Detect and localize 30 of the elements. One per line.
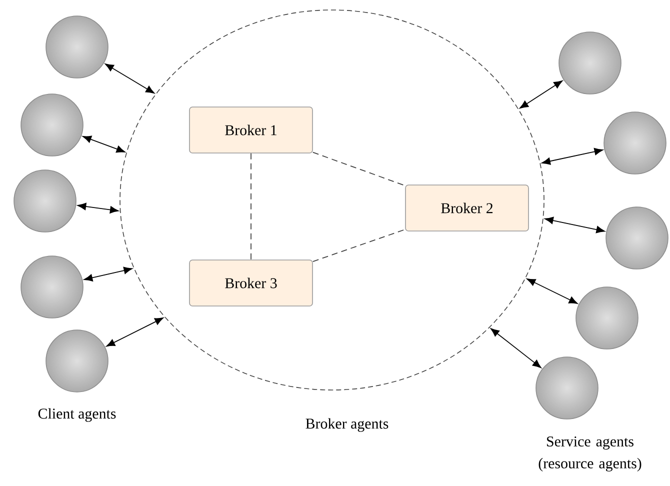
- broker-box: Broker 2: [405, 184, 529, 232]
- double-arrow: [105, 64, 155, 94]
- caption: Broker agents: [306, 418, 388, 432]
- double-arrow: [84, 266, 132, 282]
- agent-circle: [558, 32, 622, 94]
- caption: Service agents (resource agents): [538, 436, 642, 472]
- double-arrow: [542, 148, 604, 165]
- broker-box: Broker 1: [189, 106, 313, 154]
- agent-circle: [576, 286, 638, 350]
- agent-circle: [606, 206, 668, 270]
- agent-circle: [604, 112, 666, 174]
- double-arrow: [77, 202, 119, 214]
- double-arrow: [106, 318, 164, 347]
- dashed-line: [312, 152, 406, 186]
- agent-circle: [536, 356, 598, 420]
- dashed-line: [312, 229, 406, 262]
- dashed-ellipse: [120, 10, 544, 390]
- agent-circle: [46, 16, 108, 78]
- double-arrow: [526, 278, 578, 304]
- broker-box: Broker 3: [189, 260, 313, 306]
- agent-circle: [46, 330, 108, 392]
- double-arrow: [82, 136, 126, 153]
- double-arrow: [544, 216, 605, 234]
- double-arrow: [490, 328, 542, 368]
- double-arrow: [520, 80, 563, 108]
- dashed-line: [250, 152, 252, 260]
- agent-circle: [20, 256, 84, 318]
- agent-circle: [20, 94, 84, 156]
- caption: Client agents: [38, 408, 116, 422]
- agent-circle: [14, 170, 76, 232]
